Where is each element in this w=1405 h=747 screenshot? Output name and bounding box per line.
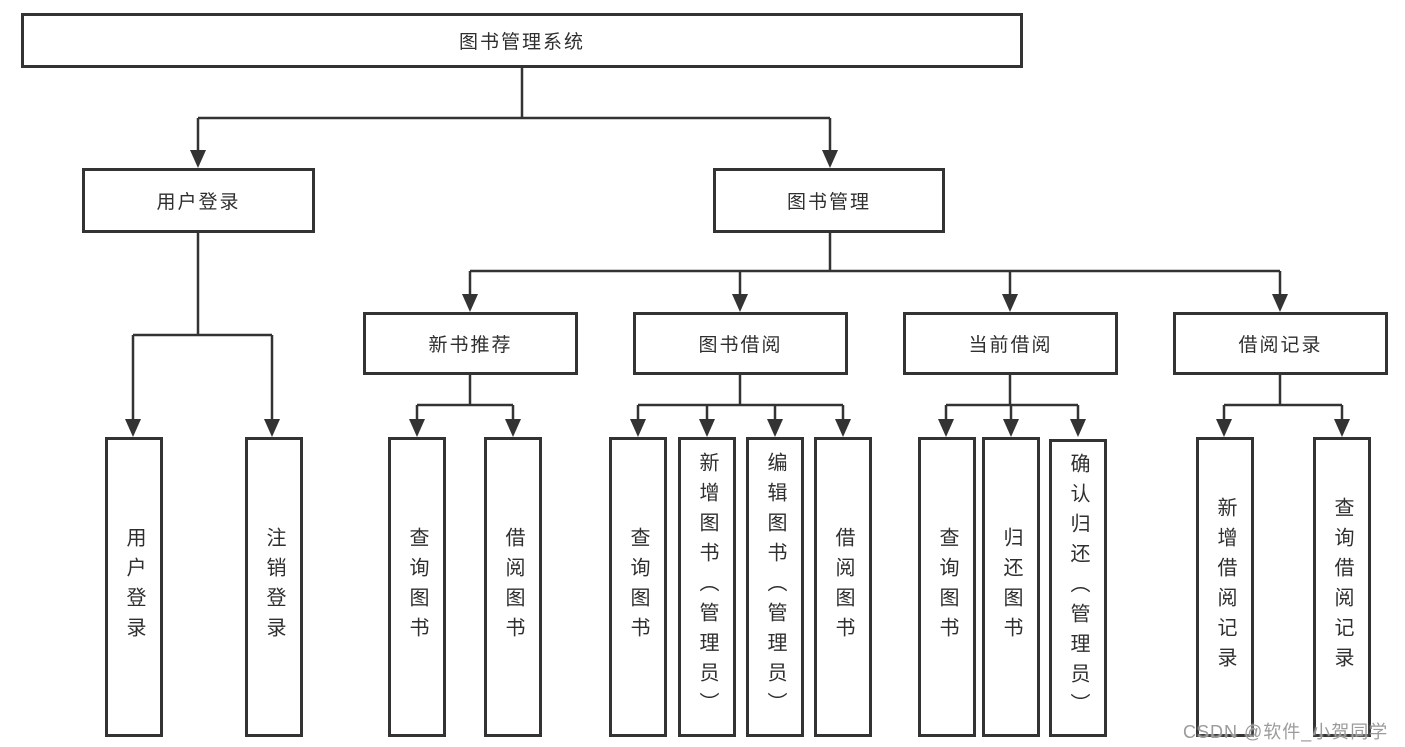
csdn-watermark: CSDN @软件_小贺同学 bbox=[1183, 722, 1389, 742]
arrowhead bbox=[125, 419, 141, 437]
connector-new-book-recommend-children bbox=[409, 375, 521, 437]
node-label: 借阅记录 bbox=[1238, 335, 1323, 356]
leaf-node-query-borrow-record: 查询借阅记录 bbox=[1313, 437, 1371, 737]
leaf-node-edit-books-admin: 编辑图书（管理员） bbox=[746, 437, 804, 737]
connector-book-management-children bbox=[462, 233, 1288, 312]
node-label: 查询图书 bbox=[406, 527, 428, 647]
node-label: 编辑图书（管理员） bbox=[764, 452, 786, 722]
connector-lines bbox=[468, 233, 1282, 296]
arrowhead bbox=[264, 419, 280, 437]
node-book-management: 图书管理 bbox=[713, 168, 945, 233]
leaf-node-return-books: 归还图书 bbox=[982, 437, 1040, 737]
arrowhead bbox=[1002, 294, 1018, 312]
node-label: 当前借阅 bbox=[968, 335, 1053, 356]
leaf-node-query-books: 查询图书 bbox=[388, 437, 446, 737]
node-label: 图书管理系统 bbox=[458, 32, 585, 53]
node-label: 确认归还（管理员） bbox=[1067, 453, 1089, 723]
arrowhead bbox=[822, 150, 838, 168]
connector-lines bbox=[196, 68, 832, 152]
arrowhead bbox=[1003, 419, 1019, 437]
leaf-node-add-borrow-record: 新增借阅记录 bbox=[1196, 437, 1254, 737]
arrowhead bbox=[1070, 419, 1086, 437]
arrowhead bbox=[190, 150, 206, 168]
leaf-node-logout: 注销登录 bbox=[245, 437, 303, 737]
node-label: 借阅图书 bbox=[502, 527, 524, 647]
connector-lines bbox=[1222, 375, 1344, 421]
node-new-book-recommend: 新书推荐 bbox=[363, 312, 578, 375]
connector-root-to-level2 bbox=[190, 68, 838, 168]
node-book-management-system: 图书管理系统 bbox=[21, 13, 1023, 68]
leaf-node-borrow-books: 借阅图书 bbox=[814, 437, 872, 737]
arrowhead bbox=[1334, 419, 1350, 437]
arrowhead bbox=[505, 419, 521, 437]
arrowhead bbox=[1216, 419, 1232, 437]
arrowhead bbox=[1272, 294, 1288, 312]
node-label: 图书管理 bbox=[786, 192, 871, 213]
node-current-borrowing: 当前借阅 bbox=[903, 312, 1118, 375]
connector-lines bbox=[131, 233, 274, 421]
node-label: 新书推荐 bbox=[428, 335, 513, 356]
arrowhead bbox=[732, 294, 748, 312]
node-label: 新增图书（管理员） bbox=[696, 452, 718, 722]
node-label: 用户登录 bbox=[156, 192, 241, 213]
node-label: 注销登录 bbox=[263, 527, 285, 647]
leaf-node-user-login: 用户登录 bbox=[105, 437, 163, 737]
leaf-node-borrow-books: 借阅图书 bbox=[484, 437, 542, 737]
leaf-node-confirm-return-admin: 确认归还（管理员） bbox=[1049, 439, 1107, 737]
node-label: 新增借阅记录 bbox=[1214, 497, 1236, 677]
node-user-login: 用户登录 bbox=[82, 168, 315, 233]
node-label: 借阅图书 bbox=[832, 527, 854, 647]
connector-lines bbox=[415, 375, 515, 421]
arrowhead bbox=[938, 419, 954, 437]
node-label: 查询图书 bbox=[936, 527, 958, 647]
leaf-node-add-books-admin: 新增图书（管理员） bbox=[678, 437, 736, 737]
node-label: 归还图书 bbox=[1000, 527, 1022, 647]
connector-user-login-children bbox=[125, 233, 280, 437]
node-label: 查询图书 bbox=[627, 527, 649, 647]
connector-lines bbox=[636, 375, 845, 421]
node-label: 查询借阅记录 bbox=[1331, 497, 1353, 677]
leaf-node-query-books: 查询图书 bbox=[918, 437, 976, 737]
node-label: 用户登录 bbox=[123, 527, 145, 647]
node-book-borrowing: 图书借阅 bbox=[633, 312, 848, 375]
arrowhead bbox=[409, 419, 425, 437]
arrowhead bbox=[767, 419, 783, 437]
node-borrowing-records: 借阅记录 bbox=[1173, 312, 1388, 375]
connector-lines bbox=[944, 375, 1080, 421]
arrowhead bbox=[835, 419, 851, 437]
connector-current-borrowing-children bbox=[938, 375, 1086, 437]
leaf-node-query-books: 查询图书 bbox=[609, 437, 667, 737]
node-label: 图书借阅 bbox=[698, 335, 783, 356]
connector-borrowing-records-children bbox=[1216, 375, 1350, 437]
connector-book-borrowing-children bbox=[630, 375, 851, 437]
arrowhead bbox=[630, 419, 646, 437]
arrowhead bbox=[462, 294, 478, 312]
arrowhead bbox=[699, 419, 715, 437]
